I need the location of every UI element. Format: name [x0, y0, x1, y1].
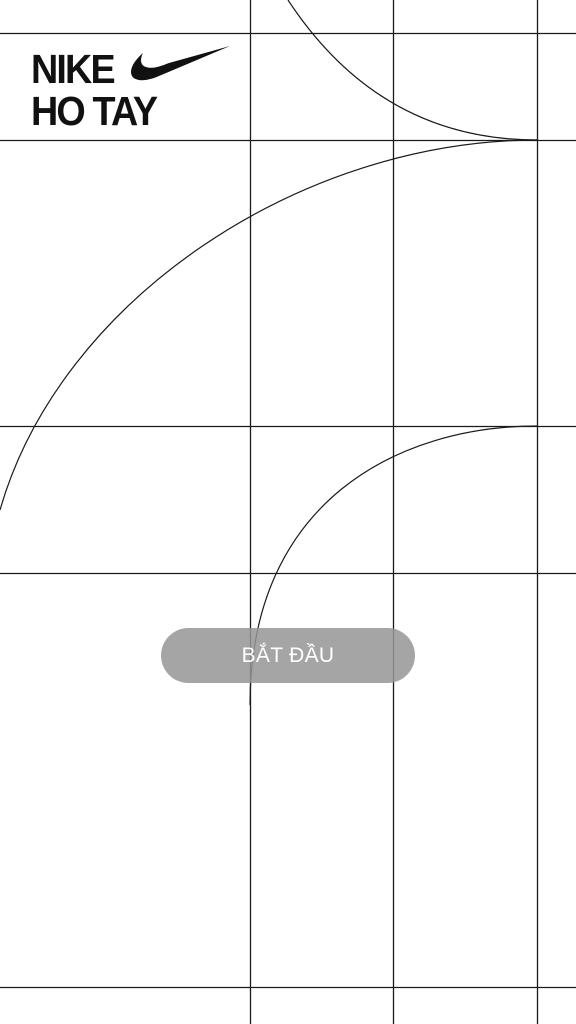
swoosh-icon	[131, 46, 230, 81]
arc-middle	[249, 425, 538, 706]
brand-name-line-2: HO TAY	[31, 88, 158, 134]
arc-top	[287, 0, 538, 141]
start-button[interactable]: BẮT ĐẦU	[161, 628, 415, 683]
brand-name-line-1: NIKE	[31, 46, 116, 92]
brand-logo: NIKE HO TAY	[31, 44, 236, 132]
arc-large	[0, 139, 538, 511]
